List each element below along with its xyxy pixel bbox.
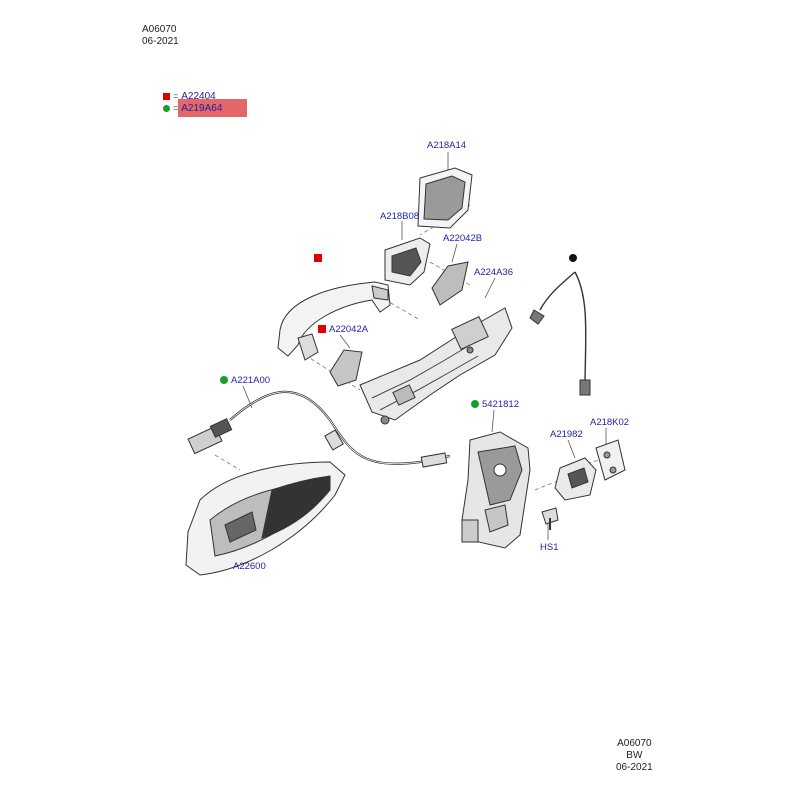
red-square-icon xyxy=(163,92,170,100)
label-a22042b: A22042B xyxy=(443,233,483,244)
outside-handle-part xyxy=(277,281,391,361)
header-code: A06070 xyxy=(142,24,177,35)
footer-code: A06070 xyxy=(617,738,652,749)
a22600-part xyxy=(185,461,346,576)
a218k02-part xyxy=(595,439,626,481)
label-a22600: A22600 xyxy=(233,561,266,572)
hs1-part xyxy=(541,507,559,530)
a22042a-part xyxy=(329,349,363,387)
label-a218k02: A218K02 xyxy=(590,417,630,428)
legend-code: A219A64 xyxy=(181,102,223,114)
footer-author: BW xyxy=(626,750,643,761)
a218a14-part xyxy=(417,167,473,229)
legend-equals: = xyxy=(173,91,179,101)
legend-row-green: = A219A64 xyxy=(163,102,222,114)
a22042b-part xyxy=(431,261,469,306)
a221a00-cable-part xyxy=(187,390,451,468)
green-circle-marker-icon xyxy=(471,400,479,408)
label-5421812: 5421812 xyxy=(482,399,519,410)
a218b08-part xyxy=(384,237,431,286)
legend: = A22404 = A219A64 xyxy=(163,90,222,114)
footer-block: A06070 BW 06-2021 xyxy=(616,738,653,774)
green-circle-marker-icon xyxy=(220,376,228,384)
header-date: 06-2021 xyxy=(142,36,179,47)
a224a36-part xyxy=(359,307,513,425)
red-square-marker-icon xyxy=(314,254,322,262)
black-circle-marker-icon xyxy=(569,254,577,262)
legend-row-red: = A22404 xyxy=(163,90,222,102)
release-cable-part xyxy=(529,271,591,396)
green-circle-icon xyxy=(163,104,170,112)
label-a218b08: A218B08 xyxy=(380,211,420,222)
footer-date: 06-2021 xyxy=(616,762,653,773)
label-a22042a: A22042A xyxy=(329,324,369,335)
label-a224a36: A224A36 xyxy=(474,267,514,278)
label-a221a00: A221A00 xyxy=(231,375,271,386)
a21982-part xyxy=(554,457,597,501)
header-block: A06070 06-2021 xyxy=(142,24,179,48)
legend-equals: = xyxy=(173,103,179,113)
label-hs1: HS1 xyxy=(540,542,559,553)
latch-5421812-part xyxy=(461,431,531,549)
label-a218a14: A218A14 xyxy=(427,140,467,151)
label-a21982: A21982 xyxy=(550,429,583,440)
legend-code: A22404 xyxy=(181,90,216,102)
legend-highlight xyxy=(178,99,247,117)
red-square-marker-icon xyxy=(318,325,326,333)
